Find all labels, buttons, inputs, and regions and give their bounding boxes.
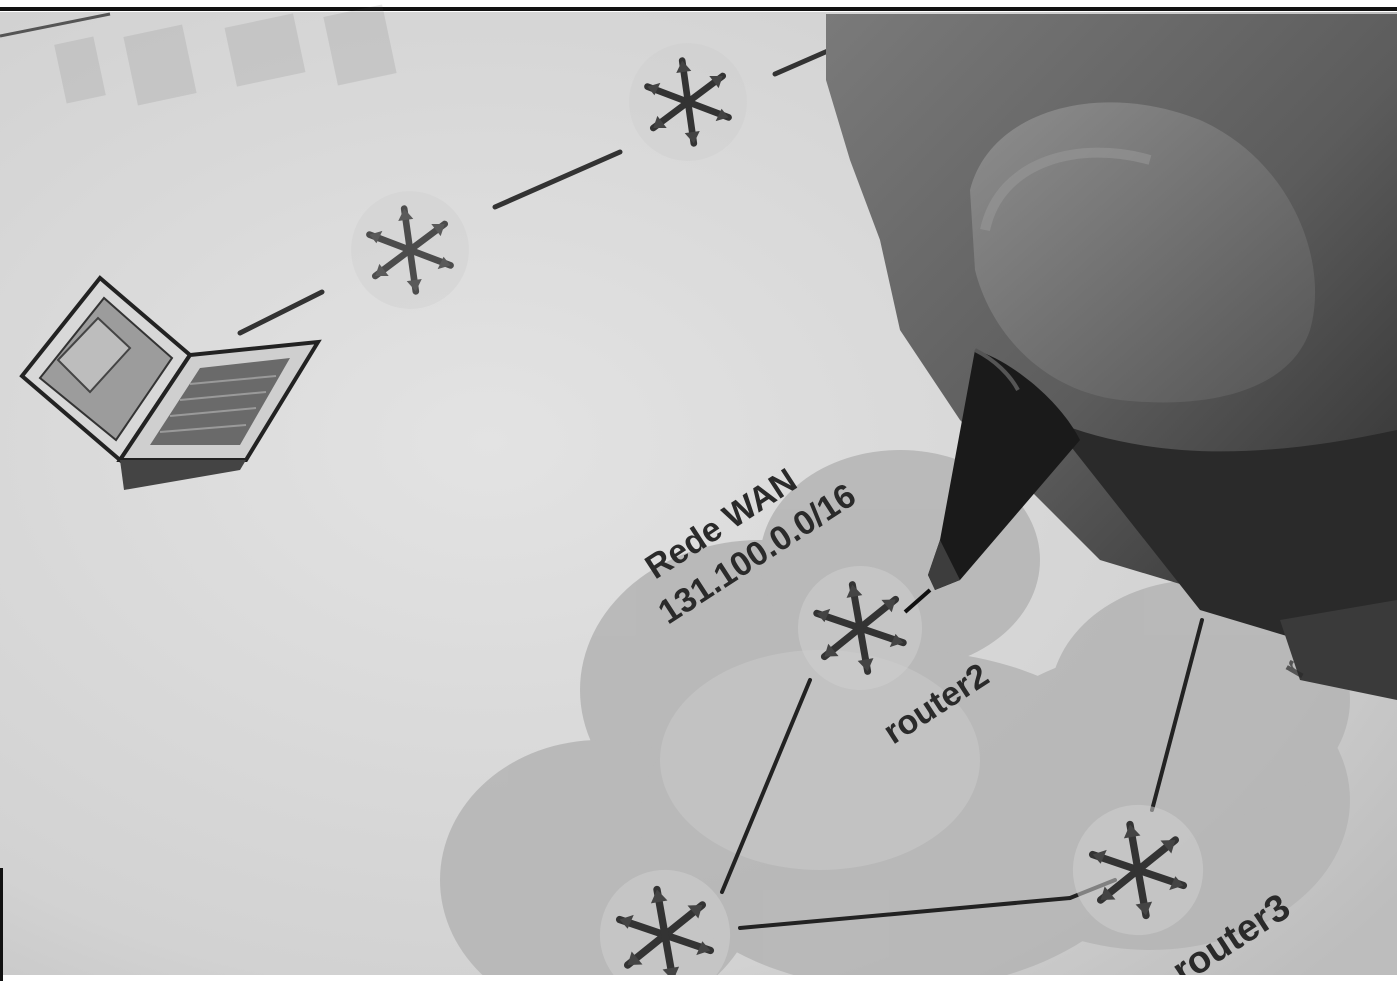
photo-scene: Rede WAN 131.100.0.0/16 router2 router3 … xyxy=(0,0,1397,981)
